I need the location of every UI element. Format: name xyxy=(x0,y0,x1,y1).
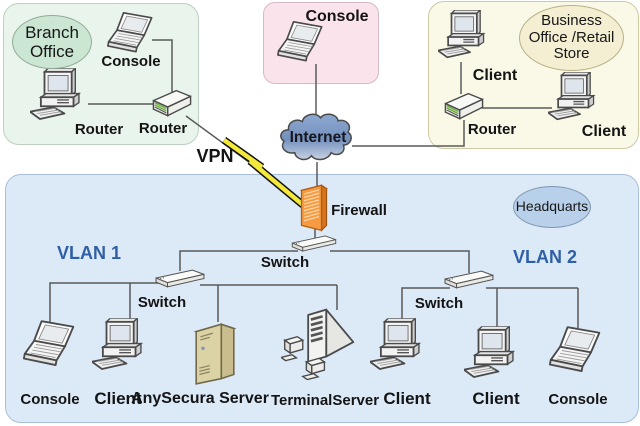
hq-client-center-label: Client xyxy=(383,389,431,408)
remote-console-label: Console xyxy=(305,8,369,25)
remote-console-region xyxy=(263,2,379,84)
hq-anysecura-server-label: AnySecura Server xyxy=(131,390,269,407)
server-tower-icon xyxy=(192,320,238,385)
vpn-label: VPN xyxy=(196,146,234,166)
business-client-right-label: Client xyxy=(581,123,627,140)
vlan2-label: VLAN 2 xyxy=(512,247,578,267)
desktop-icon xyxy=(30,68,88,121)
link-core-vlan1-switch xyxy=(179,250,298,271)
branch-router-pc-label: Router xyxy=(74,121,124,138)
router-icon xyxy=(152,89,192,118)
hq-console-right-label: Console xyxy=(548,391,608,408)
vlan1-label: VLAN 1 xyxy=(56,243,122,263)
switch-icon xyxy=(291,235,337,252)
desktop-icon xyxy=(370,318,428,371)
switch-icon xyxy=(155,269,205,288)
link-vlan1-console xyxy=(49,282,162,324)
internet-label: Internet xyxy=(289,129,347,146)
vpn-bolt xyxy=(222,138,305,207)
router-icon xyxy=(444,92,484,121)
hq-console-left-label: Console xyxy=(20,391,80,408)
branch-console-label: Console xyxy=(101,53,161,70)
vlan1-switch-label: Switch xyxy=(137,294,187,311)
desktop-icon xyxy=(464,326,522,379)
business-router-label: Router xyxy=(467,121,517,138)
link-internet-business-router xyxy=(352,120,465,147)
business-client-top-label: Client xyxy=(472,67,518,84)
hq-client-left-label: Client xyxy=(94,389,142,408)
business-office-title: Business Office /Retail Store xyxy=(528,11,615,63)
headquarters-ellipse: Headquarts xyxy=(513,186,591,228)
link-core-vlan2-switch xyxy=(330,250,470,273)
link-branch-console-router xyxy=(152,39,173,92)
laptop-icon xyxy=(276,21,326,64)
firewall-icon xyxy=(299,182,329,232)
terminal-server-icon xyxy=(281,306,357,380)
link-vlan2-client-left xyxy=(401,287,450,320)
laptop-icon xyxy=(22,320,78,369)
hq-client-right-label: Client xyxy=(472,389,520,408)
switch-icon xyxy=(444,270,494,289)
desktop-icon xyxy=(438,10,492,59)
desktop-icon xyxy=(92,318,150,371)
headquarters-title: Headquarts xyxy=(515,198,589,215)
branch-office-ellipse: Branch Office xyxy=(12,15,92,69)
core-switch-label: Switch xyxy=(260,254,310,271)
desktop-icon xyxy=(548,72,602,121)
vlan2-switch-label: Switch xyxy=(414,295,464,312)
branch-router-label: Router xyxy=(138,120,188,137)
business-office-ellipse: Business Office /Retail Store xyxy=(519,5,624,71)
laptop-icon xyxy=(106,12,156,55)
hq-terminal-server-label: TerminalServer xyxy=(270,392,380,409)
firewall-label: Firewall xyxy=(331,202,387,219)
laptop-icon xyxy=(548,326,604,375)
branch-office-title: Branch Office xyxy=(25,22,79,61)
